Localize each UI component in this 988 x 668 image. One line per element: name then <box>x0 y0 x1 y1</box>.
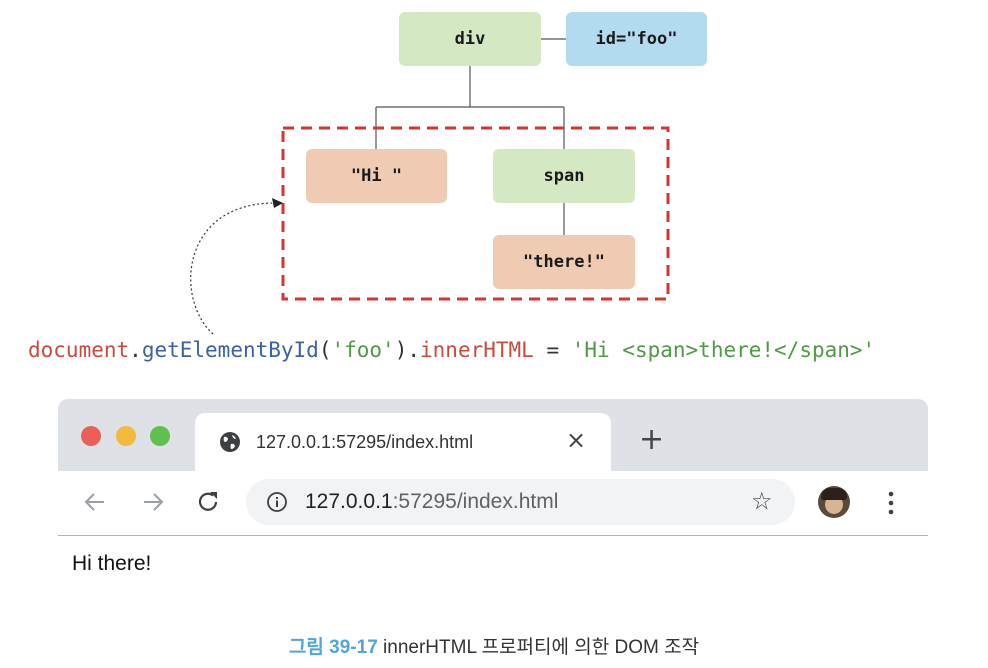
replaced-region-box <box>281 126 670 301</box>
browser-tab[interactable]: 127.0.0.1:57295/index.html × <box>195 413 611 471</box>
info-icon[interactable] <box>266 491 288 513</box>
arrow-curve <box>190 202 273 335</box>
code-method: getElementById <box>141 338 319 362</box>
new-tab-button[interactable]: + <box>639 422 665 457</box>
node-div: div <box>399 12 541 66</box>
window-minimize-button[interactable] <box>116 426 136 446</box>
window-maximize-button[interactable] <box>150 426 170 446</box>
avatar-hair <box>821 488 847 500</box>
window-close-button[interactable] <box>81 426 101 446</box>
node-id-attribute: id="foo" <box>566 12 707 66</box>
star-icon[interactable]: ☆ <box>751 487 773 515</box>
code-statement: document.getElementById('foo').innerHTML… <box>28 338 875 362</box>
reload-icon[interactable] <box>196 485 222 519</box>
code-property: innerHTML <box>420 338 534 362</box>
browser-toolbar: 127.0.0.1:57295/index.html ☆ <box>58 471 928 536</box>
figure-label: 그림 39-17 <box>288 637 378 658</box>
address-bar[interactable]: 127.0.0.1:57295/index.html ☆ <box>246 479 795 525</box>
tab-bar: 127.0.0.1:57295/index.html × + <box>58 399 928 471</box>
back-arrow-icon[interactable] <box>82 485 108 519</box>
code-assign: = <box>533 338 572 362</box>
avatar[interactable] <box>818 486 850 518</box>
node-text-hi: "Hi " <box>306 149 447 203</box>
node-span: span <box>493 149 635 203</box>
url-host: 127.0.0.1 <box>305 490 393 513</box>
arrow-head-icon <box>272 198 283 208</box>
code-paren-close: ) <box>394 338 408 362</box>
code-dot: . <box>407 338 421 362</box>
code-value: 'Hi <span>there!</span>' <box>571 338 876 362</box>
browser-window: 127.0.0.1:57295/index.html × + 127.0.0.1… <box>58 399 928 537</box>
node-text-there: "there!" <box>493 235 635 289</box>
globe-icon <box>220 432 240 452</box>
figure-caption-text: innerHTML 프로퍼티에 의한 DOM 조작 <box>377 637 700 658</box>
forward-arrow-icon[interactable] <box>140 485 166 519</box>
figure-caption: 그림 39-17 innerHTML 프로퍼티에 의한 DOM 조작 <box>0 632 988 659</box>
code-object: document <box>28 338 130 362</box>
tab-close-icon[interactable]: × <box>566 426 587 454</box>
menu-dots-icon[interactable] <box>887 490 895 516</box>
code-dot: . <box>129 338 142 362</box>
code-argument: 'foo' <box>331 338 395 362</box>
url-path: :57295/index.html <box>392 490 559 513</box>
page-content: Hi there! <box>72 552 152 575</box>
url-text[interactable]: 127.0.0.1:57295/index.html <box>305 490 558 514</box>
tab-title: 127.0.0.1:57295/index.html <box>256 432 474 452</box>
code-paren-open: ( <box>318 338 332 362</box>
